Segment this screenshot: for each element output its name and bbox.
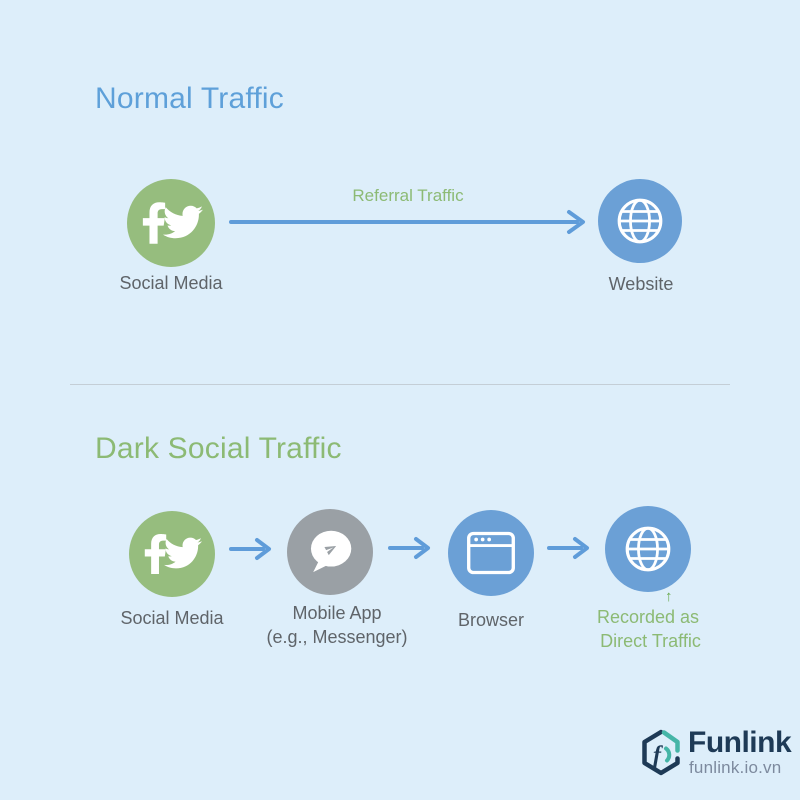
facebook-icon: [144, 534, 167, 574]
twitter-icon: [163, 205, 203, 239]
direct-traffic-label: Direct Traffic: [600, 631, 701, 651]
right-arrow-icon: [547, 537, 589, 559]
normal-traffic-title: Normal Traffic: [95, 82, 284, 115]
hexagon-f-logo-icon: f: [642, 729, 680, 776]
speech-bubble-paper-plane-icon: [310, 530, 352, 573]
browser-label: Browser: [457, 610, 524, 630]
referral-traffic-label: Referral Traffic: [352, 186, 464, 205]
direct-traffic-website-node: [605, 506, 691, 592]
social-media-node: [127, 179, 215, 267]
svg-text:f: f: [653, 743, 663, 769]
section-divider: [70, 384, 730, 385]
right-arrow-icon: [388, 537, 430, 559]
browser-window-icon: [467, 531, 515, 575]
brand-name: Funlink: [688, 726, 792, 759]
mobile-app-sublabel: (e.g., Messenger): [266, 627, 408, 647]
right-arrow-icon: [229, 538, 271, 560]
dark-social-media-label: Social Media: [120, 608, 224, 628]
facebook-icon: [142, 202, 166, 244]
social-media-label: Social Media: [119, 273, 223, 293]
twitter-icon: [164, 537, 202, 569]
brand-domain: funlink.io.vn: [689, 758, 782, 777]
website-label: Website: [608, 274, 674, 294]
globe-icon: [625, 526, 671, 572]
right-arrow-icon: [229, 210, 585, 234]
mobile-app-node: [287, 509, 373, 595]
recorded-as-label: Recorded as: [596, 607, 700, 627]
dark-social-media-node: [129, 511, 215, 597]
mobile-app-label: Mobile App: [292, 603, 382, 623]
globe-icon: [617, 198, 663, 244]
dark-social-traffic-title: Dark Social Traffic: [95, 432, 342, 465]
website-node: [598, 179, 682, 263]
up-arrow-icon: ↑: [665, 588, 673, 605]
browser-node: [448, 510, 534, 596]
